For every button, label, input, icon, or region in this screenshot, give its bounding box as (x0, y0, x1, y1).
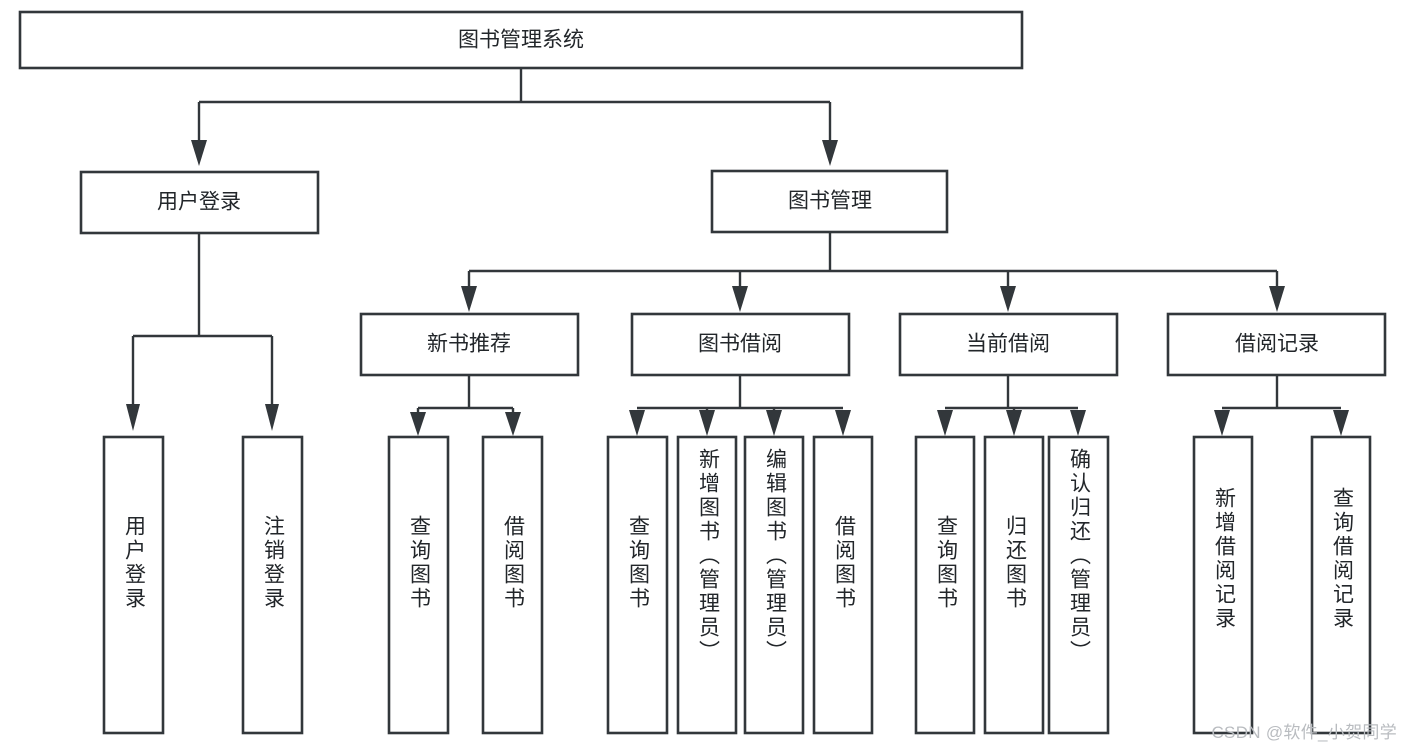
connector-group-borrow-record (1214, 375, 1349, 436)
arrow-head-borrow-record (1269, 286, 1285, 312)
node-root-label: 图书管理系统 (458, 29, 584, 52)
node-leaf-confirm-return-box[interactable] (1047, 435, 1110, 735)
arrow-head-leaf-confirm-return (1070, 410, 1086, 436)
node-current-borrow-box[interactable] (898, 312, 1119, 377)
node-leaf-user-logout-label: 注销登录 (262, 515, 286, 611)
connector-group-new-book-recommend (410, 375, 521, 436)
node-leaf-add-borrow-record-box[interactable] (1192, 435, 1254, 735)
node-leaf-add-book-box[interactable] (676, 435, 738, 735)
node-leaf-user-logout-box[interactable] (241, 435, 304, 735)
arrow-head-leaf-return-book (1006, 410, 1022, 436)
arrow-head-new-book-recommend (461, 286, 477, 312)
node-book-borrow-label: 图书借阅 (698, 333, 782, 356)
node-user-login-box[interactable] (79, 170, 320, 235)
node-leaf-query-book-current-box[interactable] (914, 435, 976, 735)
node-leaf-confirm-return-label: 确认归还（管理员） (1068, 448, 1092, 664)
arrow-head-leaf-query-book-current (937, 410, 953, 436)
arrow-head-leaf-query-book-borrow (629, 410, 645, 436)
connector-group-book-borrow (629, 375, 851, 436)
node-root-box[interactable] (18, 10, 1024, 70)
node-user-login-label: 用户登录 (157, 191, 241, 214)
arrow-head-leaf-borrow-book-recommend (505, 412, 521, 436)
arrow-head-book-borrow (732, 286, 748, 312)
node-user-login[interactable]: 用户登录 (79, 170, 320, 235)
arrow-head-current-borrow (1000, 286, 1016, 312)
node-root[interactable]: 图书管理系统 (18, 10, 1024, 70)
node-book-borrow[interactable]: 图书借阅 (630, 312, 851, 377)
node-book-management[interactable]: 图书管理 (710, 169, 949, 234)
node-leaf-user-login[interactable]: 用户登录 (102, 435, 165, 735)
connector-group-book-management (461, 232, 1285, 312)
node-leaf-query-book-recommend-label: 查询图书 (408, 515, 432, 611)
node-new-book-recommend-label: 新书推荐 (427, 333, 511, 356)
node-borrow-record-label: 借阅记录 (1235, 333, 1319, 356)
arrow-head-leaf-borrow-book (835, 410, 851, 436)
node-leaf-query-borrow-record-label: 查询借阅记录 (1331, 487, 1355, 631)
arrow-head-leaf-query-borrow-record (1333, 410, 1349, 436)
node-current-borrow[interactable]: 当前借阅 (898, 312, 1119, 377)
node-leaf-user-login-label: 用户登录 (123, 515, 147, 611)
connector-group-user-login (126, 233, 279, 431)
node-leaf-return-book-label: 归还图书 (1004, 515, 1028, 611)
node-leaf-query-book-current[interactable]: 查询图书 (914, 435, 976, 735)
node-leaf-query-book-borrow-label: 查询图书 (627, 515, 651, 611)
connector-group-current-borrow (937, 375, 1086, 436)
node-borrow-record[interactable]: 借阅记录 (1166, 312, 1387, 377)
node-leaf-query-book-current-label: 查询图书 (935, 515, 959, 611)
node-leaf-query-borrow-record[interactable]: 查询借阅记录 (1310, 435, 1372, 735)
arrow-head-user-login (191, 140, 207, 166)
node-leaf-add-book[interactable]: 新增图书（管理员） (676, 435, 738, 735)
node-leaf-query-book-borrow-box[interactable] (606, 435, 669, 735)
node-leaf-edit-book-box[interactable] (743, 435, 805, 735)
node-leaf-edit-book-label: 编辑图书（管理员） (764, 448, 788, 664)
node-leaf-user-logout[interactable]: 注销登录 (241, 435, 304, 735)
node-book-management-label: 图书管理 (788, 190, 872, 213)
arrow-head-book-management (822, 140, 838, 166)
node-leaf-add-borrow-record-label: 新增借阅记录 (1213, 487, 1237, 631)
node-leaf-borrow-book-recommend[interactable]: 借阅图书 (481, 435, 544, 735)
arrow-head-leaf-query-book-recommend (410, 412, 426, 436)
node-leaf-borrow-book-recommend-label: 借阅图书 (502, 515, 526, 611)
node-leaf-return-book[interactable]: 归还图书 (983, 435, 1045, 735)
node-leaf-edit-book[interactable]: 编辑图书（管理员） (743, 435, 805, 735)
connector-group-root (191, 68, 838, 166)
node-current-borrow-label: 当前借阅 (966, 333, 1050, 356)
node-new-book-recommend[interactable]: 新书推荐 (359, 312, 580, 377)
arrow-head-leaf-add-borrow-record (1214, 410, 1230, 436)
node-borrow-record-box[interactable] (1166, 312, 1387, 377)
node-leaf-user-login-box[interactable] (102, 435, 165, 735)
node-leaf-add-book-label: 新增图书（管理员） (697, 448, 721, 664)
node-leaf-query-book-borrow[interactable]: 查询图书 (606, 435, 669, 735)
arrow-head-leaf-user-logout (265, 404, 279, 431)
node-book-borrow-box[interactable] (630, 312, 851, 377)
node-leaf-add-borrow-record[interactable]: 新增借阅记录 (1192, 435, 1254, 735)
arrow-head-leaf-user-login (126, 404, 140, 431)
node-book-management-box[interactable] (710, 169, 949, 234)
node-leaf-borrow-book[interactable]: 借阅图书 (812, 435, 874, 735)
arrow-head-leaf-edit-book (766, 410, 782, 436)
node-new-book-recommend-box[interactable] (359, 312, 580, 377)
node-leaf-query-borrow-record-box[interactable] (1310, 435, 1372, 735)
node-leaf-confirm-return[interactable]: 确认归还（管理员） (1047, 435, 1110, 735)
node-leaf-borrow-book-box[interactable] (812, 435, 874, 735)
node-leaf-query-book-recommend-box[interactable] (387, 435, 450, 735)
arrow-head-leaf-add-book (699, 410, 715, 436)
node-leaf-return-book-box[interactable] (983, 435, 1045, 735)
node-leaf-borrow-book-label: 借阅图书 (833, 515, 857, 611)
node-leaf-borrow-book-recommend-box[interactable] (481, 435, 544, 735)
node-leaf-query-book-recommend[interactable]: 查询图书 (387, 435, 450, 735)
